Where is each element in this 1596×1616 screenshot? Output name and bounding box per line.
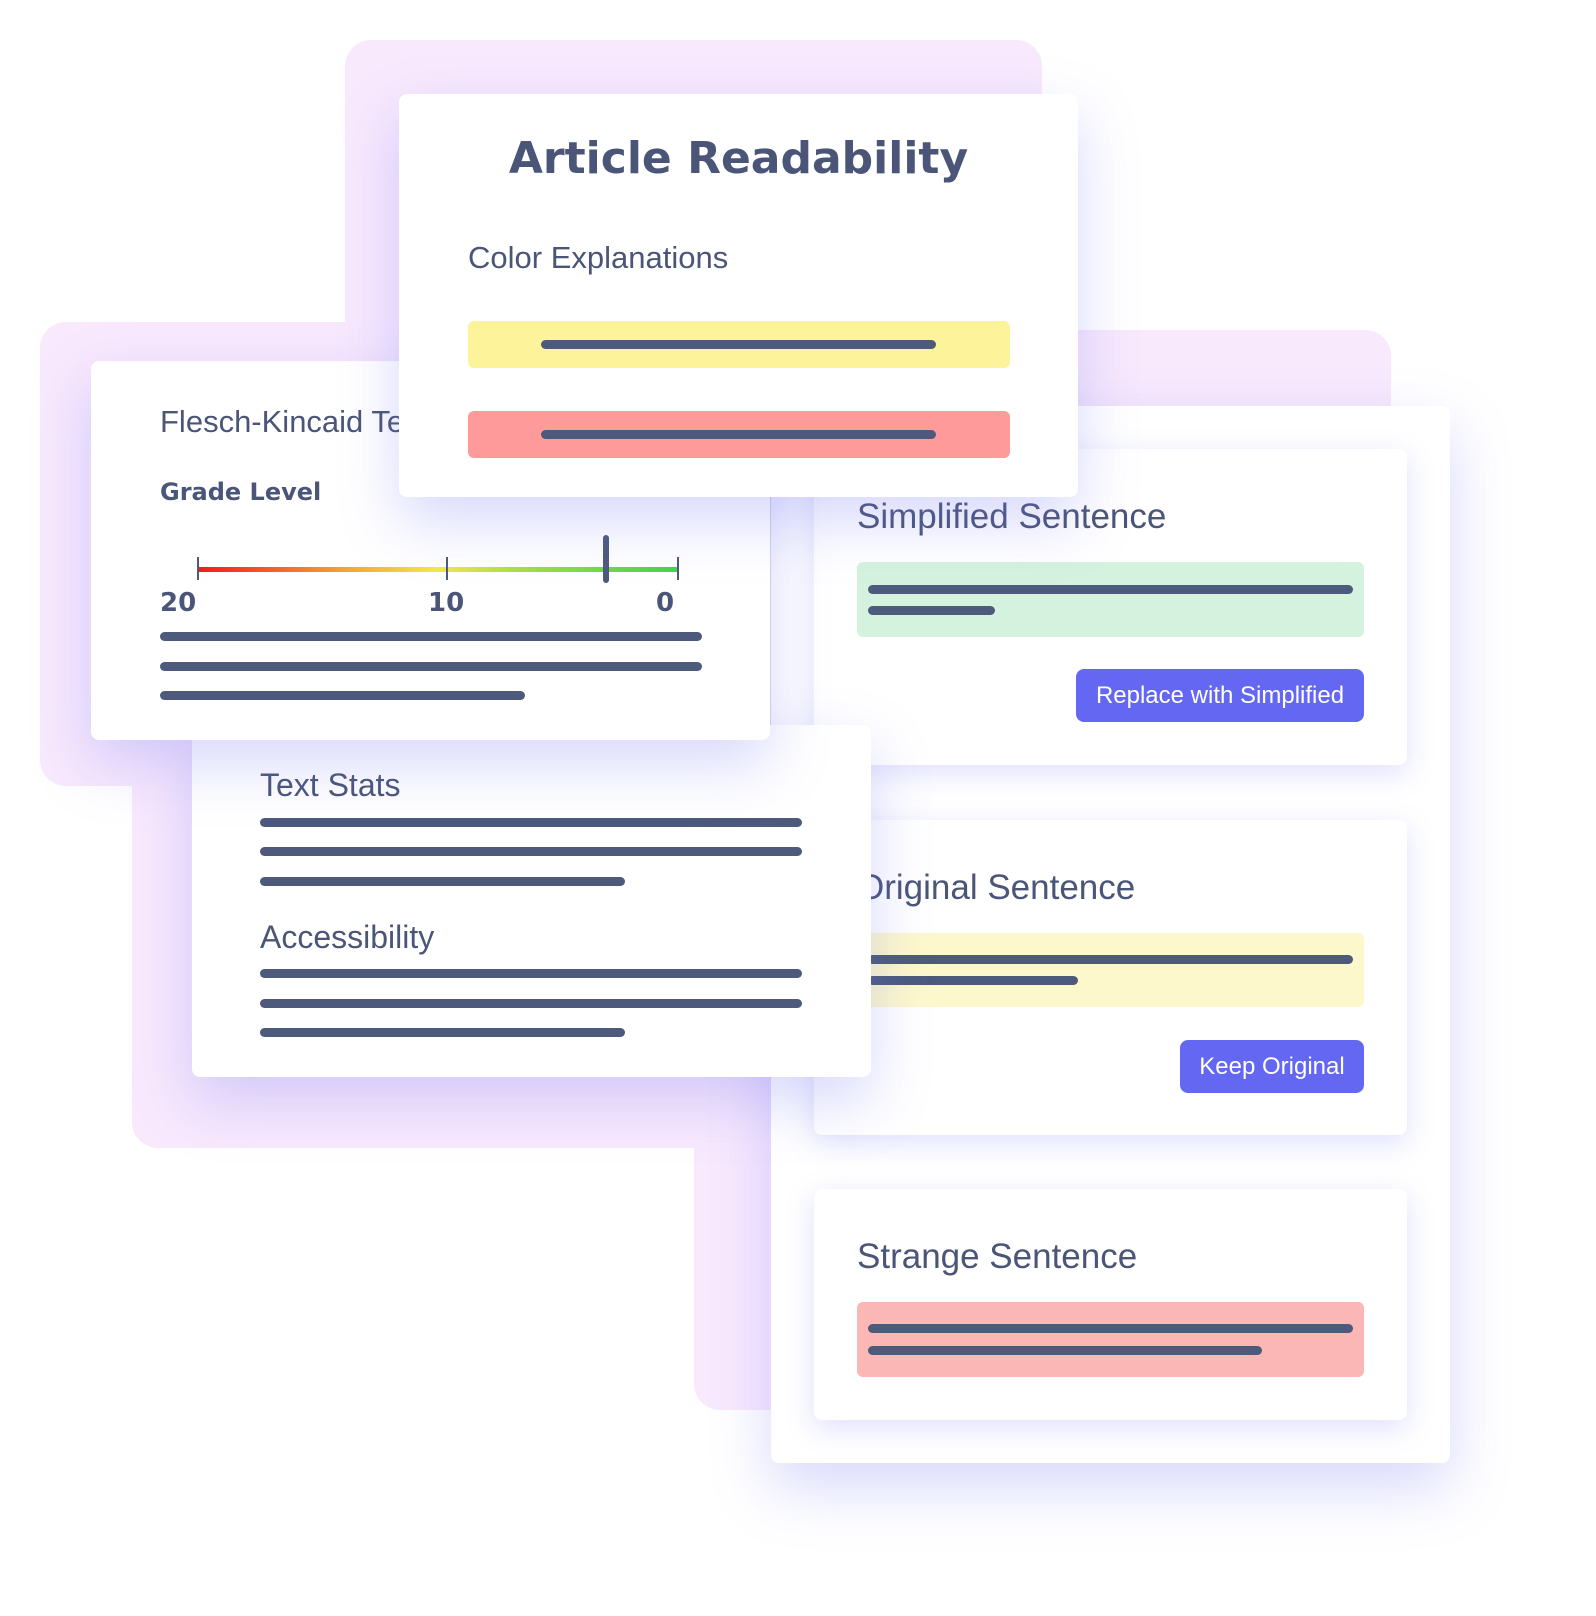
keep-original-button[interactable]: Keep Original <box>1180 1040 1364 1093</box>
grade-level-marker <box>603 535 609 583</box>
simplified-sentence-card: Simplified Sentence Replace with Simplif… <box>814 449 1407 765</box>
text-line <box>160 632 702 641</box>
scale-tick <box>446 557 448 580</box>
text-line <box>160 662 702 671</box>
page-title: Article Readability <box>508 133 969 184</box>
text-line <box>160 691 525 700</box>
text-line <box>868 1324 1353 1333</box>
article-readability-card: Article Readability Color Explanations <box>399 94 1078 497</box>
text-line <box>868 955 1353 964</box>
text-line <box>260 847 802 856</box>
flesch-kincaid-title: Flesch-Kincaid Te <box>160 404 405 439</box>
text-line <box>260 1028 625 1037</box>
color-legend-yellow <box>468 321 1010 368</box>
replace-with-simplified-button[interactable]: Replace with Simplified <box>1076 669 1364 722</box>
text-line <box>868 1346 1262 1355</box>
scale-label-10: 10 <box>428 588 465 618</box>
text-line <box>260 877 625 886</box>
text-line <box>541 340 936 349</box>
grade-level-scale <box>197 567 678 572</box>
strange-sentence-title: Strange Sentence <box>857 1237 1138 1276</box>
original-sentence-text <box>857 933 1364 1007</box>
text-line <box>260 969 802 978</box>
text-line <box>868 585 1353 594</box>
sentence-suggestions-panel: Simplified Sentence Replace with Simplif… <box>771 406 1450 1463</box>
scale-label-20: 20 <box>160 588 197 618</box>
original-sentence-card: Original Sentence Keep Original <box>814 820 1407 1135</box>
scale-label-0: 0 <box>656 588 675 618</box>
text-stats-card: Text Stats Accessibility <box>192 725 871 1077</box>
scale-tick <box>677 557 679 580</box>
color-legend-red <box>468 411 1010 458</box>
text-line <box>260 999 802 1008</box>
text-stats-title: Text Stats <box>260 767 401 803</box>
simplified-sentence-text <box>857 562 1364 637</box>
text-line <box>868 976 1078 985</box>
strange-sentence-text <box>857 1302 1364 1377</box>
original-sentence-title: Original Sentence <box>857 868 1136 907</box>
accessibility-title: Accessibility <box>260 919 435 955</box>
text-line <box>541 430 936 439</box>
grade-level-label: Grade Level <box>160 478 322 506</box>
text-line <box>868 606 995 615</box>
text-line <box>260 818 802 827</box>
strange-sentence-card: Strange Sentence <box>814 1189 1407 1420</box>
color-explanations-label: Color Explanations <box>468 240 729 275</box>
scale-tick <box>197 557 199 580</box>
simplified-sentence-title: Simplified Sentence <box>857 497 1167 536</box>
